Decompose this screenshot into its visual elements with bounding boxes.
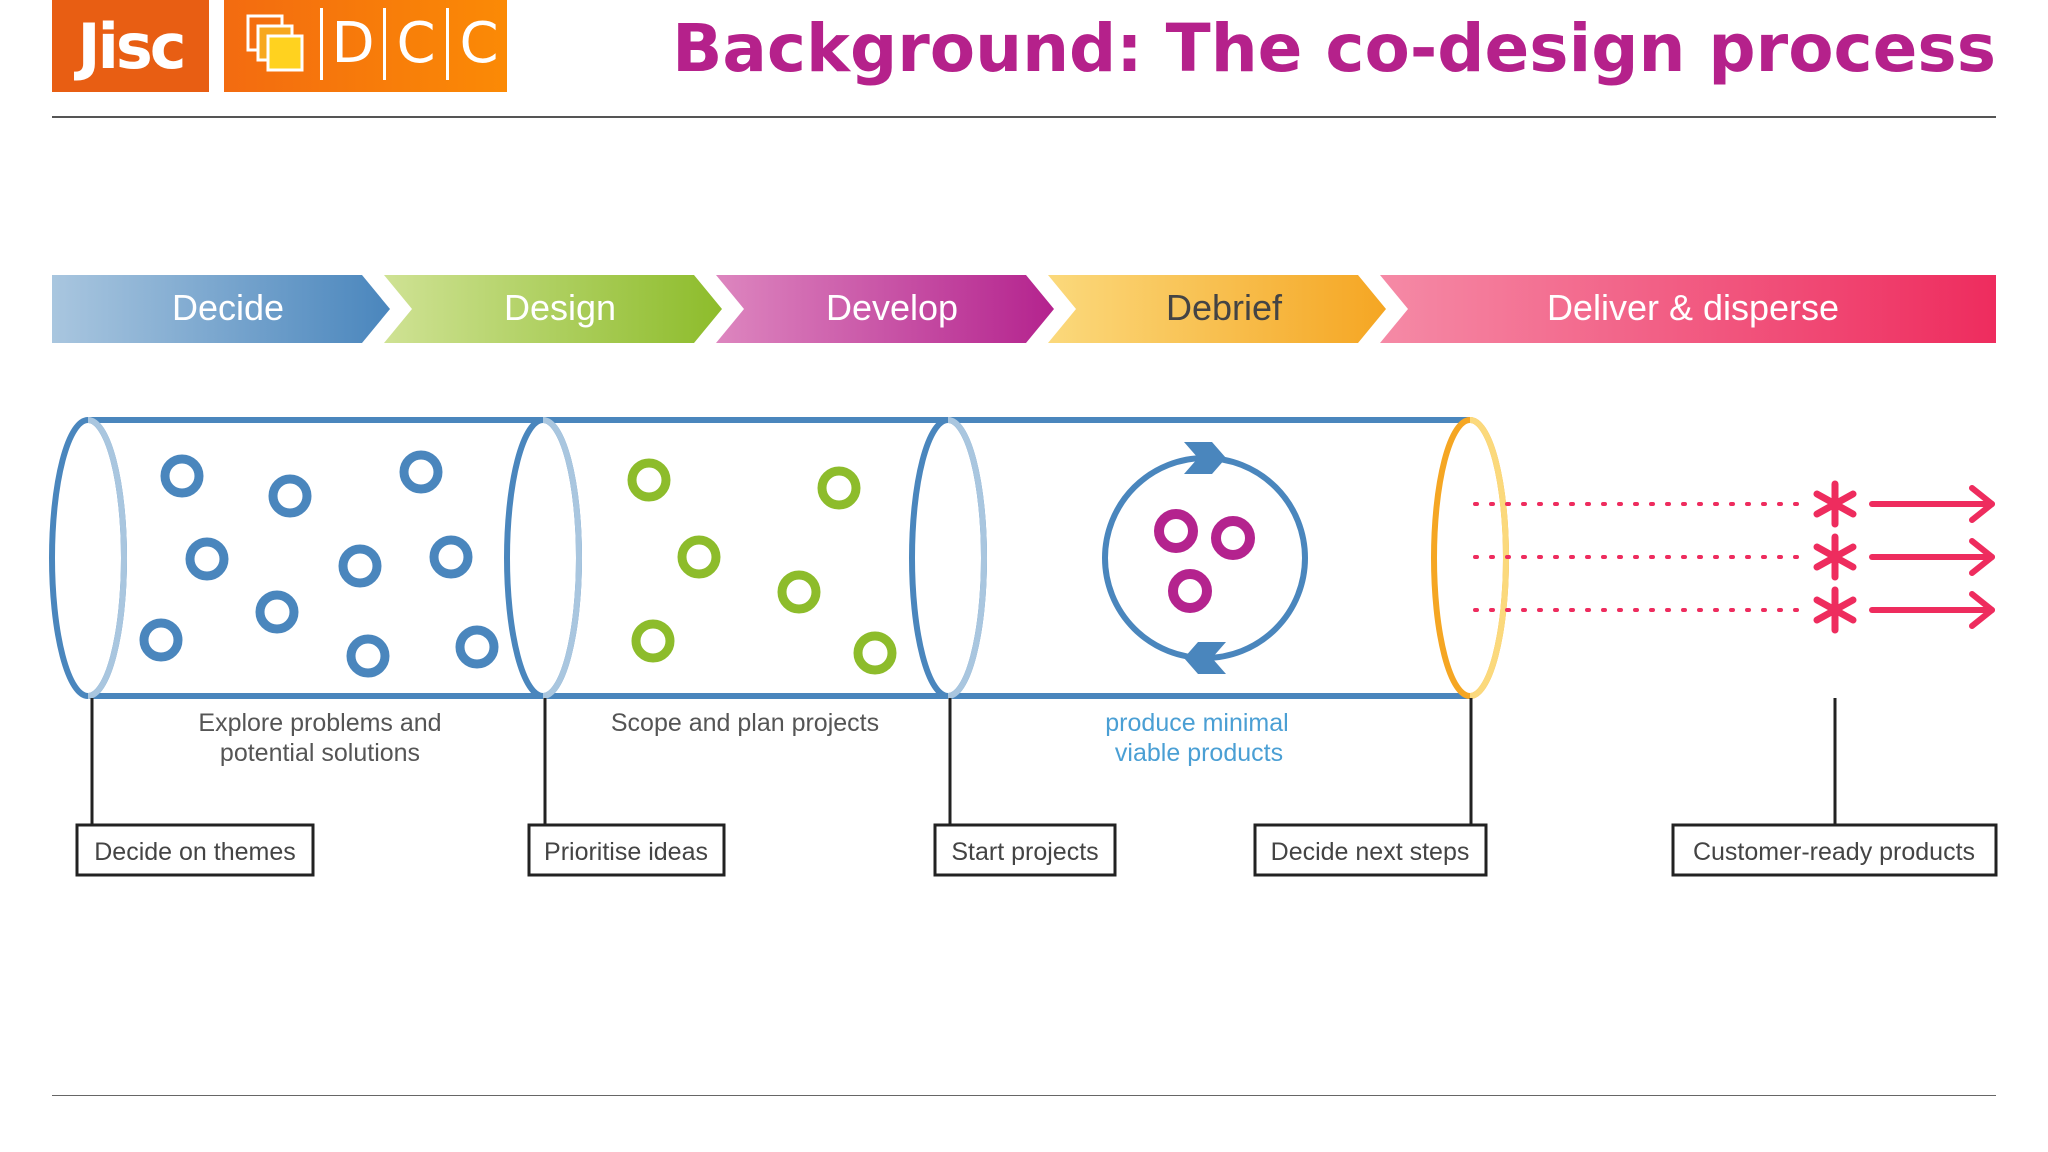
milestone-start-projects: Start projects [951, 838, 1098, 866]
stage-label: Debrief [1166, 287, 1283, 328]
idea-dot [399, 450, 443, 494]
idea-dots-green [627, 458, 897, 675]
idea-dot [817, 466, 861, 510]
milestone-box [75, 823, 315, 877]
arrow-right-icon [1869, 538, 1995, 576]
mvp-cycle [1102, 442, 1308, 674]
top-divider [52, 116, 1996, 118]
cycle-arrow-bottom [1184, 642, 1226, 674]
asterisk-icon [1813, 480, 1857, 528]
product-dot [1154, 509, 1198, 553]
asterisk-icon [1813, 586, 1857, 634]
dcc-letter: C [446, 8, 509, 80]
stage-label: Deliver & disperse [1547, 287, 1839, 328]
stage-deliver: Deliver & disperse [1380, 275, 1996, 343]
idea-dot [185, 537, 229, 581]
idea-dot [455, 625, 499, 669]
pipeline-tube [49, 417, 1509, 699]
milestone-box [1671, 823, 1998, 877]
idea-dot [139, 618, 183, 662]
delivery-streams [1473, 480, 1995, 634]
cycle-arrow-top [1184, 442, 1226, 474]
idea-dot [268, 474, 312, 518]
arrow-right-icon [1869, 485, 1995, 523]
idea-dots-blue [139, 450, 499, 678]
milestone-decide-next-steps: Decide next steps [1271, 838, 1470, 866]
milestone-prioritise-ideas: Prioritise ideas [544, 838, 708, 866]
dcc-letter: D [320, 8, 383, 80]
bottom-divider [52, 1095, 1996, 1096]
description-mvp-line2: viable products [1115, 739, 1283, 767]
milestone-customer-ready-products: Customer-ready products [1693, 838, 1975, 866]
stage-decide: Decide [52, 275, 390, 343]
description-explore-line1: Explore problems and [198, 709, 441, 737]
idea-dot [777, 570, 821, 614]
idea-dot [429, 535, 473, 579]
stage-label: Develop [826, 287, 958, 328]
milestone-box [933, 823, 1117, 877]
milestone-decide-on-themes: Decide on themes [94, 838, 296, 866]
description-scope: Scope and plan projects [611, 709, 879, 737]
product-dot [1211, 516, 1255, 560]
milestone-box [527, 823, 726, 877]
stage-bar: Decide Design Develop Debrief Deliver & … [52, 275, 1996, 343]
slide-title: Background: The co-design process [672, 10, 1996, 87]
dcc-logo: D C C [224, 0, 507, 92]
stage-label: Decide [172, 287, 284, 328]
stage-descriptions: Explore problems and potential solutions… [198, 709, 1288, 767]
idea-dot [677, 535, 721, 579]
cycle-arrows-icon [1102, 455, 1308, 661]
idea-dot [160, 454, 204, 498]
stage-develop: Develop [716, 275, 1054, 343]
stage-debrief: Debrief [1048, 275, 1386, 343]
jisc-logo: Jisc [52, 0, 209, 92]
dcc-letter: C [383, 8, 446, 80]
idea-dot [631, 619, 675, 663]
product-dot [1168, 569, 1212, 613]
asterisk-icon [1813, 533, 1857, 581]
idea-dot [627, 458, 671, 502]
idea-dot [853, 631, 897, 675]
stage-label: Design [504, 287, 616, 328]
idea-dot [255, 590, 299, 634]
description-mvp-line1: produce minimal [1105, 709, 1288, 737]
jisc-logo-text: Jisc [77, 9, 187, 83]
idea-dot [338, 544, 382, 588]
milestones: Decide on themes Prioritise ideas Start … [75, 698, 1998, 877]
description-explore-line2: potential solutions [220, 739, 420, 767]
idea-dot [346, 634, 390, 678]
arrow-right-icon [1869, 591, 1995, 629]
dcc-squares-icon [246, 14, 304, 72]
stage-design: Design [384, 275, 722, 343]
milestone-box [1253, 823, 1488, 877]
